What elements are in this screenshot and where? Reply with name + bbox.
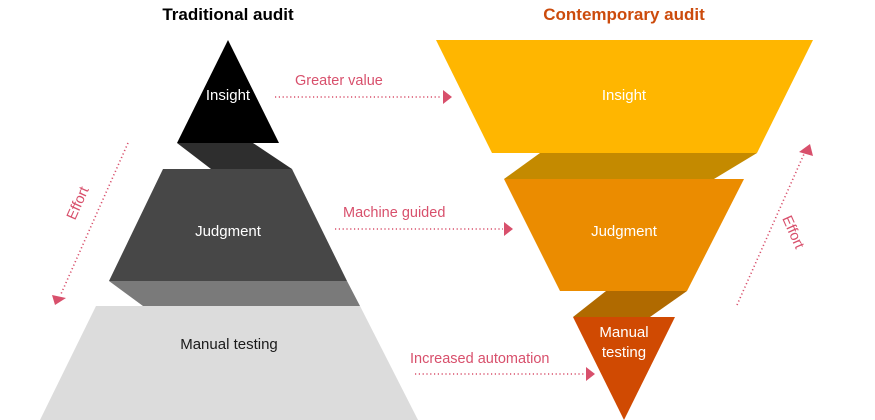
traditional-insight-level — [177, 40, 279, 143]
greater-value-label: Greater value — [295, 73, 383, 89]
increased-automation-label: Increased automation — [410, 351, 549, 367]
machine-guided-label: Machine guided — [343, 205, 445, 221]
contemporary-manual-testing-label-line2: testing — [602, 344, 646, 361]
traditional-judgment-level — [109, 169, 347, 281]
arrow-right-icon — [586, 367, 595, 381]
traditional-manual-testing-level — [40, 306, 418, 420]
traditional-connector-2 — [109, 281, 360, 306]
arrow-down-left-icon — [52, 295, 66, 305]
contemporary-insight-level — [436, 40, 813, 153]
contemporary-connector-2 — [573, 291, 687, 317]
traditional-judgment-label: Judgment — [195, 223, 262, 240]
traditional-audit-title: Traditional audit — [162, 5, 294, 24]
contemporary-judgment-level — [504, 179, 744, 291]
contemporary-effort-arrow: Effort — [736, 144, 813, 306]
greater-value-arrow: Greater value — [275, 73, 452, 104]
traditional-effort-dotted-line — [60, 142, 129, 295]
contemporary-judgment-label: Judgment — [591, 223, 658, 240]
traditional-connector-1 — [177, 143, 292, 169]
contemporary-audit-title: Contemporary audit — [543, 5, 705, 24]
machine-guided-arrow: Machine guided — [335, 205, 513, 236]
contemporary-manual-testing-label-line1: Manual — [599, 324, 648, 341]
arrow-up-right-icon — [799, 144, 813, 156]
arrow-right-icon — [443, 90, 452, 104]
traditional-manual-testing-label: Manual testing — [180, 336, 278, 353]
traditional-effort-label: Effort — [64, 184, 93, 222]
arrow-right-icon — [504, 222, 513, 236]
contemporary-manual-testing-level — [573, 317, 675, 420]
contemporary-insight-label: Insight — [602, 87, 647, 104]
increased-automation-arrow: Increased automation — [410, 351, 595, 381]
contemporary-effort-dotted-line — [736, 153, 805, 306]
contemporary-effort-label: Effort — [778, 213, 807, 251]
contemporary-connector-1 — [504, 153, 757, 179]
traditional-insight-label: Insight — [206, 87, 251, 104]
